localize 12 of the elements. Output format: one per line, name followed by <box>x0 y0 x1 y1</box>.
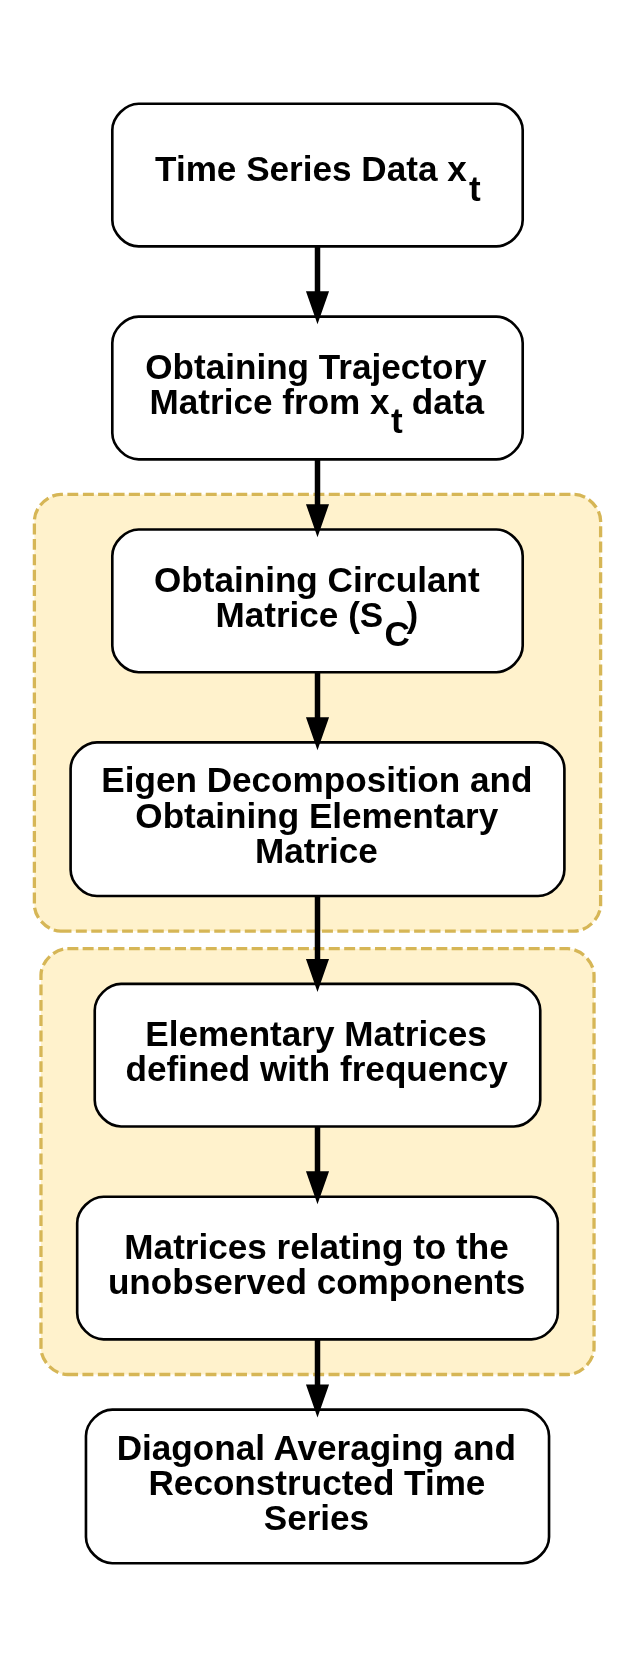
arrow <box>305 1126 330 1205</box>
arrow <box>305 246 330 325</box>
arrow <box>305 1339 330 1418</box>
arrow <box>305 896 330 992</box>
node-box: Matrices relating to the unobserved components <box>75 1195 560 1341</box>
arrow <box>305 459 330 538</box>
node-box: Elementary Matrices defined with frequency <box>93 982 542 1128</box>
cluster <box>32 492 603 933</box>
cluster <box>39 947 596 1377</box>
node-box: Diagonal Averaging and Reconstructed Time Series <box>84 1408 551 1565</box>
arrow <box>305 672 330 751</box>
node-box: Eigen Decomposition and Obtaining Elementary Matrice <box>69 741 566 898</box>
